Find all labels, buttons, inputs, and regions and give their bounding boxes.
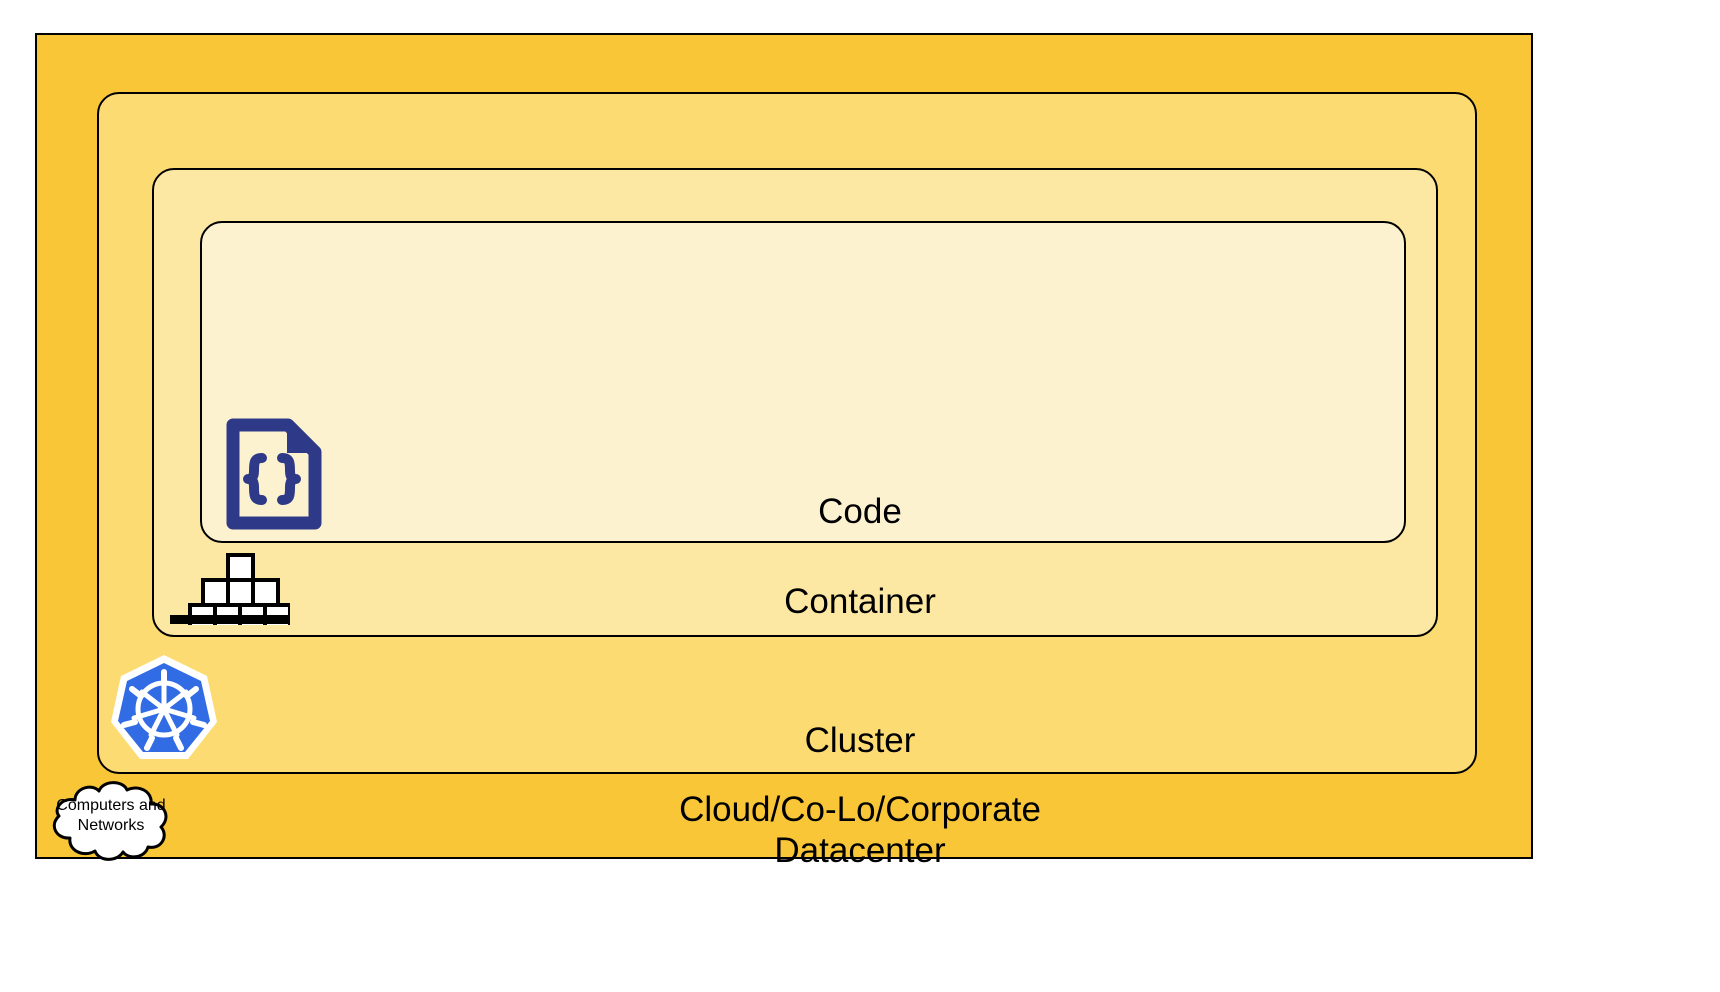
layer-code[interactable] xyxy=(200,221,1406,543)
cloud-callout-computers-networks[interactable]: Computers and Networks xyxy=(35,778,187,864)
layer-label-container: Container xyxy=(784,582,936,621)
kubernetes-icon xyxy=(110,654,218,764)
layer-label-datacenter: Cloud/Co-Lo/Corporate Datacenter xyxy=(679,790,1041,871)
cloud-shape-icon xyxy=(52,781,168,861)
layer-label-cluster: Cluster xyxy=(804,721,916,760)
layer-label-code: Code xyxy=(818,492,902,531)
container-stack-icon xyxy=(168,553,292,632)
code-file-icon xyxy=(221,416,324,532)
